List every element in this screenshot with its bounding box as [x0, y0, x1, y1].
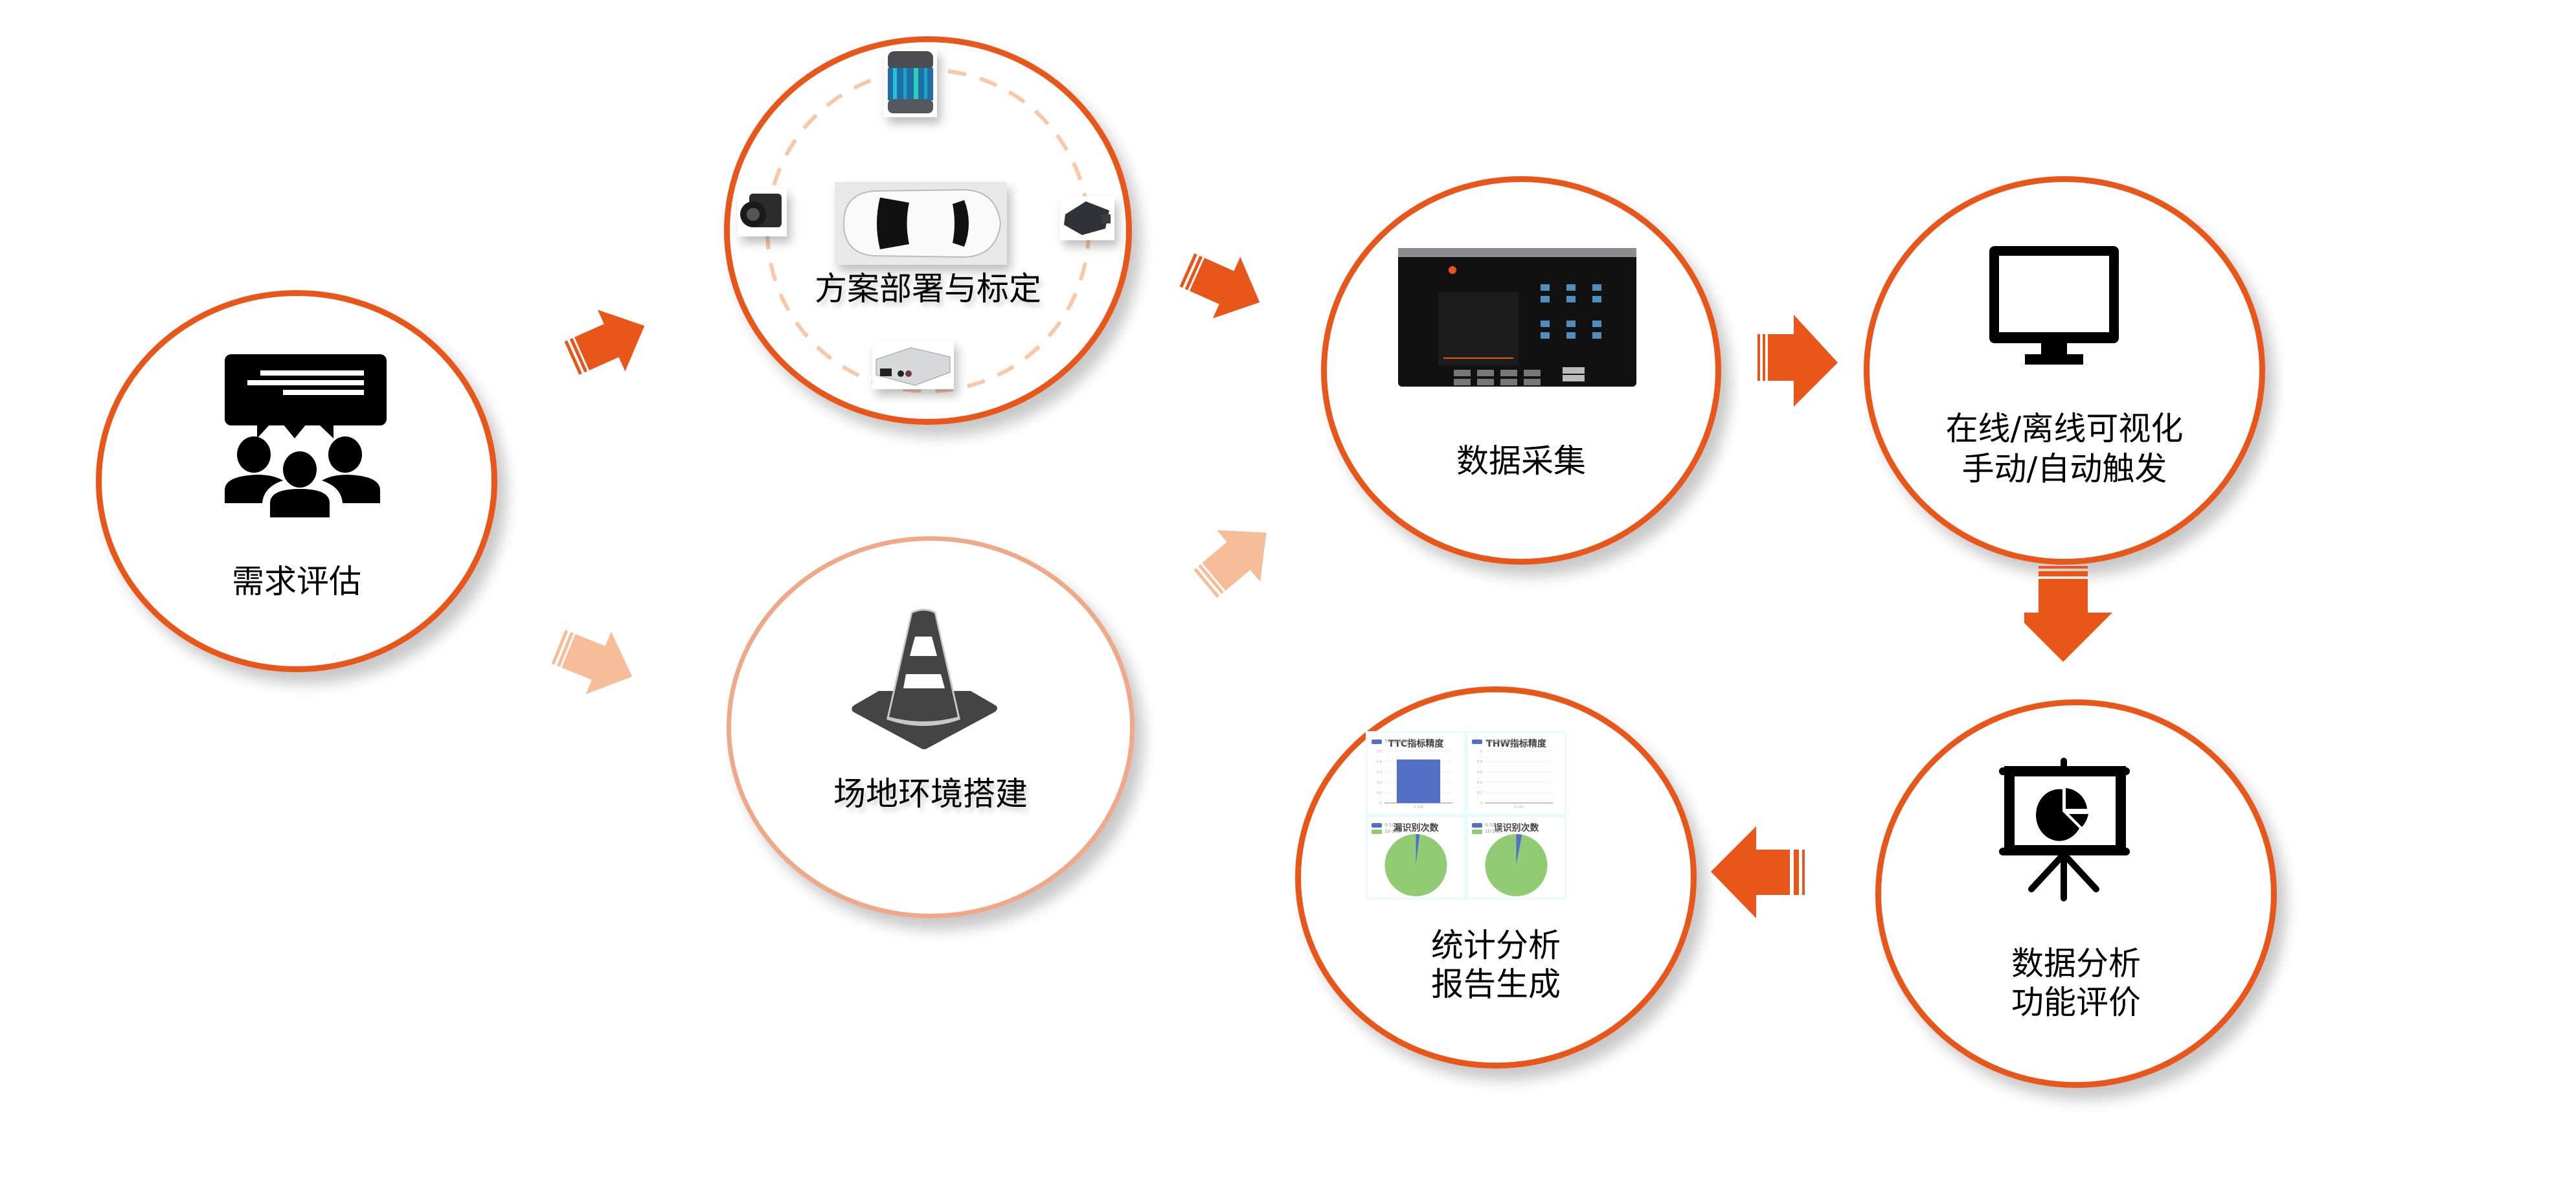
arrow-data-collection-to-visualization	[1757, 315, 1838, 407]
lidar-sensor-image	[884, 49, 937, 117]
step-label: 数据采集	[1456, 442, 1586, 480]
radar-module-image	[1060, 196, 1114, 240]
step-label-line-2: 功能评价	[2011, 984, 2141, 1021]
y-tick-label: 0.2	[1477, 791, 1482, 795]
legend-swatch	[1372, 829, 1382, 834]
legend-swatch	[1472, 739, 1482, 744]
pie-slice	[1485, 834, 1548, 896]
step-label-line-1: 在线/离线可视化	[1945, 410, 2184, 447]
chart-legend-item: THW指标精度	[1472, 738, 1513, 745]
y-tick-label: 0.5	[1377, 750, 1382, 754]
x-tick-label: 0-100	[1414, 806, 1423, 809]
chart-title: TTC指标精度	[1388, 739, 1444, 749]
legend-label: 0-10	[1384, 822, 1395, 828]
arrow-deployment-to-data-collection	[1179, 253, 1260, 319]
y-tick-label: 0.1	[1377, 791, 1382, 795]
step-requirement-evaluation: 需求评估	[96, 290, 497, 672]
y-tick-label: 0.6	[1477, 771, 1482, 774]
presentation-chart-icon	[1999, 758, 2130, 901]
vehicle-top-view-image	[835, 182, 1007, 265]
legend-swatch	[1372, 822, 1382, 828]
y-tick-label: 1	[1480, 750, 1482, 754]
pie-slice	[1384, 834, 1447, 896]
y-tick-label: 0.3	[1377, 771, 1382, 774]
step-label-line-2: 报告生成	[1431, 966, 1561, 1003]
step-label: 方案部署与标定	[815, 270, 1041, 308]
legend-label: 10-100	[1384, 829, 1401, 834]
chart-title: THW指标精度	[1486, 739, 1546, 749]
y-tick-label: 0.4	[1377, 760, 1382, 764]
chart-title: 漏识别次数	[1393, 823, 1439, 833]
y-tick-label: 0.2	[1377, 781, 1382, 785]
pie-slice	[1516, 834, 1522, 865]
step-deployment-calibration: 方案部署与标定	[724, 36, 1132, 425]
legend-label: TTC指标精度	[1384, 739, 1411, 744]
legend-swatch	[1372, 739, 1382, 744]
y-tick-label: 0.4	[1477, 781, 1482, 785]
bar	[1396, 759, 1441, 803]
camera-module-image	[738, 188, 787, 236]
domain-controller-image	[872, 340, 954, 389]
arrow-visualization-to-analysis	[2024, 566, 2112, 662]
chart-title: 误识别次数	[1493, 823, 1539, 833]
chart-legend-item: 0-10	[1472, 822, 1495, 828]
arrow-requirement-to-site-setup	[551, 629, 633, 694]
y-tick-label: 0	[1380, 802, 1382, 806]
y-tick-label: 0.8	[1477, 760, 1482, 764]
data-logger-device-image	[1392, 243, 1643, 393]
chart-legend-item: 10-100	[1472, 829, 1501, 834]
legend-swatch	[1472, 829, 1482, 834]
y-tick-label: 0	[1480, 802, 1482, 806]
chart-legend-item: 0-10	[1372, 822, 1395, 828]
chart-legend-item: TTC指标精度	[1372, 738, 1411, 745]
x-tick-label: 0-100	[1514, 806, 1524, 809]
step-label-line-1: 数据分析	[2011, 945, 2141, 982]
step-analysis-evaluation: 数据分析 功能评价	[1875, 699, 2277, 1088]
step-site-setup: 场地环境搭建	[727, 536, 1135, 918]
monitor-icon	[1989, 246, 2119, 365]
step-label: 场地环境搭建	[833, 775, 1028, 813]
legend-swatch	[1472, 822, 1482, 828]
step-data-collection: 数据采集	[1321, 176, 1721, 565]
traffic-cone-icon	[852, 609, 997, 749]
step-label-line-1: 统计分析	[1431, 927, 1561, 964]
legend-label: 10-100	[1485, 829, 1501, 834]
arrow-site-setup-to-data-collection	[1193, 530, 1267, 598]
meeting-discussion-icon	[225, 354, 387, 517]
arrow-analysis-to-report	[1711, 826, 1805, 918]
step-label-line-2: 手动/自动触发	[1961, 450, 2167, 488]
arrow-requirement-to-deployment	[564, 310, 645, 375]
step-label: 需求评估	[232, 563, 361, 600]
legend-label: THW指标精度	[1485, 739, 1514, 744]
legend-label: 0-10	[1485, 822, 1495, 828]
pie-slice	[1416, 834, 1420, 865]
chart-legend-item: 10-100	[1372, 829, 1401, 834]
step-visualization: 在线/离线可视化 手动/自动触发	[1864, 176, 2265, 565]
